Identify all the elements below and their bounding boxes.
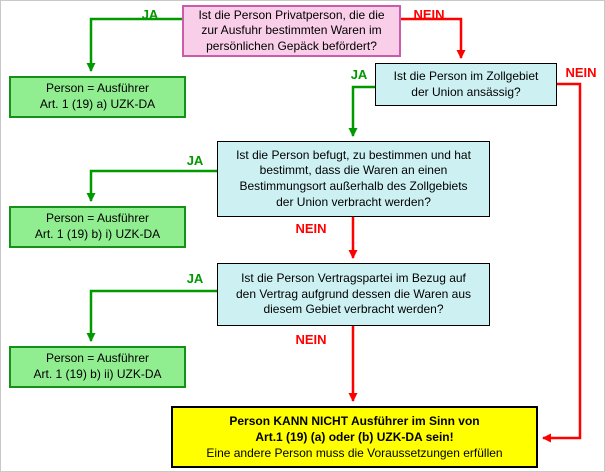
question-befugt-box: Ist die Person befugt, zu bestimmen und …	[217, 141, 490, 217]
arrow-nein-q1-to-q2	[401, 17, 466, 59]
question-zollgebiet-box: Ist die Person im Zollgebiet der Union a…	[375, 63, 557, 106]
result-ausfuehrer-b-ii-box: Person = Ausführer Art. 1 (19) b) ii) UZ…	[9, 346, 186, 388]
result-kann-nicht-box: Person KANN NICHT Ausführer im Sinn von …	[171, 406, 538, 468]
question-vertragspartei-box: Ist die Person Vertragspartei im Bezug a…	[217, 263, 490, 326]
ja-label-4: JA	[186, 271, 204, 286]
question-privatperson-box: Ist die Person Privatperson, die die zur…	[182, 5, 401, 57]
arrow-ja-q4-to-r3	[86, 289, 217, 342]
result-ausfuehrer-a-box: Person = Ausführer Art. 1 (19) a) UZK-DA	[9, 76, 186, 118]
nein-label-1: NEIN	[413, 7, 445, 22]
final-bold-text: Person KANN NICHT Ausführer im Sinn von …	[229, 413, 480, 444]
arrow-ja-q1-to-r1	[86, 17, 182, 72]
nein-label-3: NEIN	[295, 221, 327, 236]
nein-label-2: NEIN	[565, 65, 597, 80]
arrow-ja-q2-to-q3	[348, 85, 375, 137]
nein-label-4: NEIN	[295, 332, 327, 347]
ja-label-1: JA	[141, 7, 159, 22]
result-ausfuehrer-b-i-box: Person = Ausführer Art. 1 (19) b) i) UZK…	[9, 206, 186, 248]
ja-label-3: JA	[186, 153, 204, 168]
final-normal-text: Eine andere Person muss die Voraussetzun…	[206, 446, 503, 461]
arrow-nein-q2-to-final	[542, 82, 582, 443]
arrow-ja-q3-to-r2	[86, 169, 217, 202]
ja-label-2: JA	[350, 67, 368, 82]
